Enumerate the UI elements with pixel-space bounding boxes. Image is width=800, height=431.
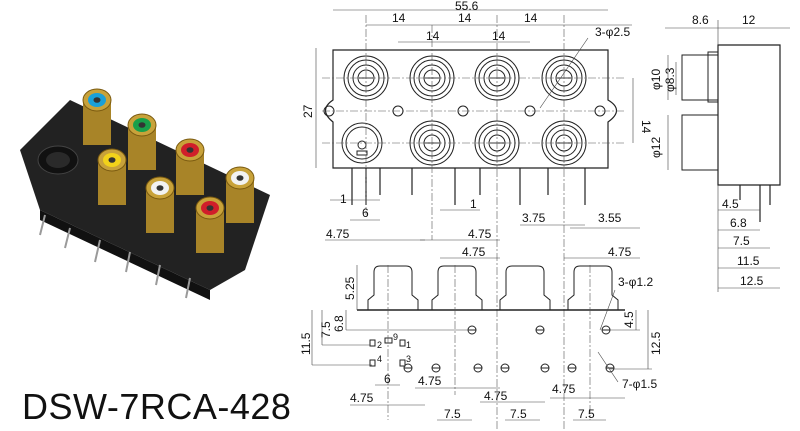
- dim: 8.6: [692, 13, 709, 27]
- front-view: 55.6 14 14 14 14 14 3-φ2.5 27 14 1 6 1 3…: [301, 0, 653, 431]
- pcb-hole: [403, 363, 413, 373]
- dim: 11.5: [299, 332, 313, 355]
- svideo-jack: [37, 145, 79, 175]
- dim: 7.5: [578, 407, 595, 421]
- dim-diameter: φ12: [649, 137, 663, 158]
- dim: 4.75: [484, 389, 508, 403]
- dim: 3.75: [522, 211, 546, 225]
- dim-pin: 6: [362, 206, 369, 220]
- dim-diameter: φ8.3: [663, 67, 677, 92]
- dim: 12.5: [649, 331, 663, 355]
- dim: 4.5: [622, 311, 636, 328]
- dim: 4.75: [468, 227, 492, 241]
- holes-callout: 3-φ1.2: [618, 275, 653, 289]
- rca-jack-yellow: [97, 148, 127, 205]
- dim-pitch: 14: [392, 11, 406, 25]
- dim-pitch: 14: [426, 29, 440, 43]
- pcb-hole: [473, 363, 483, 373]
- bottom-view: 2 9 1 4 3 5.25 11.5 7.5 6.8 3-φ1.2 4.5: [299, 265, 663, 421]
- jack-cap: [567, 265, 619, 310]
- dim: 7.5: [733, 234, 750, 248]
- pcb-hole: [567, 363, 577, 373]
- pcb-hole: [500, 363, 510, 373]
- rca-jack-blue: [82, 88, 112, 145]
- dim: 4.5: [722, 197, 739, 211]
- dim: 12: [742, 13, 756, 27]
- dim: 7.5: [319, 321, 333, 338]
- dim: 4.75: [608, 245, 632, 259]
- rca-jack-red: [195, 196, 225, 253]
- front-pins: [351, 168, 586, 205]
- dim: 4.75: [462, 245, 486, 259]
- dim: 7.5: [510, 407, 527, 421]
- dim-height: 27: [301, 104, 315, 118]
- pcb-hole: [601, 325, 611, 335]
- dim-overall-width: 55.6: [455, 0, 479, 13]
- jack-cap: [499, 265, 551, 310]
- rca-jack-white: [225, 166, 255, 223]
- dim-pitch: 14: [492, 29, 506, 43]
- pin-number: 9: [393, 332, 398, 342]
- pin-number: 4: [377, 354, 382, 364]
- dim: 4.75: [418, 374, 442, 388]
- svideo-pads: [369, 337, 406, 367]
- holes-callout: 3-φ2.5: [595, 25, 630, 39]
- jack-cap: [367, 265, 419, 310]
- dim: 12.5: [740, 274, 764, 288]
- dim: 11.5: [737, 254, 760, 268]
- dim: 4.75: [552, 382, 576, 396]
- dim: 5.25: [343, 276, 357, 300]
- pcb-hole: [540, 363, 550, 373]
- dim-pitch: 14: [524, 11, 538, 25]
- dim-row-spacing: 14: [639, 120, 653, 134]
- dim: 4.75: [326, 227, 350, 241]
- holes-callout: 7-φ1.5: [622, 377, 657, 391]
- dim-pin: 1: [470, 197, 477, 211]
- rca-jack-red: [175, 138, 205, 195]
- dim: 7.5: [444, 407, 461, 421]
- jack-cap: [431, 265, 483, 310]
- rca-jack-white: [145, 176, 175, 233]
- model-title: DSW-7RCA-428: [22, 386, 292, 427]
- dim-pin: 1: [340, 192, 347, 206]
- product-photo: [20, 88, 270, 300]
- pin-number: 2: [377, 340, 382, 350]
- dim-pitch: 14: [458, 11, 472, 25]
- pcb-hole: [431, 363, 441, 373]
- pin-number: 3: [406, 354, 411, 364]
- pcb-hole: [535, 325, 545, 335]
- pins: [39, 214, 191, 299]
- dim: 6.8: [332, 315, 346, 332]
- dim: 6: [384, 372, 391, 386]
- pin-number: 1: [406, 340, 411, 350]
- dim: 6.8: [730, 216, 747, 230]
- side-view: 8.6 12 φ10 φ8.3 φ12 4.5 6.8 7.5 11.5 12.…: [649, 13, 790, 292]
- rca-jack-green: [127, 113, 157, 170]
- dim: 3.55: [598, 211, 622, 225]
- dim-diameter: φ10: [649, 69, 663, 90]
- pcb-hole: [605, 363, 615, 373]
- dim: 4.75: [350, 391, 374, 405]
